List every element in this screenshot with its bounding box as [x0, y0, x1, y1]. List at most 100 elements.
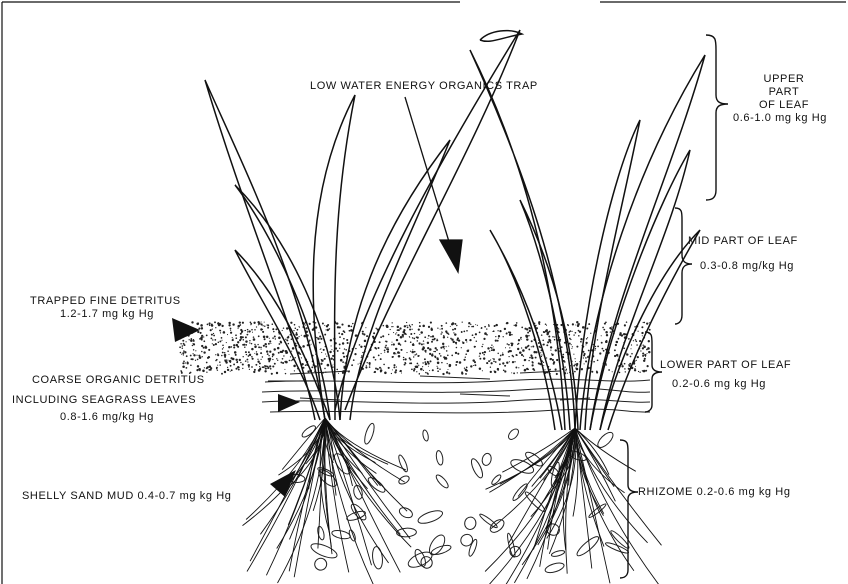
detritus-dot: [575, 332, 577, 334]
detritus-dot: [329, 328, 331, 330]
detritus-dot: [227, 350, 229, 352]
detritus-dot: [206, 372, 207, 373]
detritus-dot: [267, 368, 268, 369]
detritus-dot: [435, 347, 437, 349]
detritus-dot: [493, 361, 495, 363]
detritus-dot: [203, 336, 204, 337]
detritus-dot: [597, 346, 599, 348]
detritus-dot: [286, 339, 288, 341]
detritus-dot: [456, 325, 457, 326]
detritus-dot: [398, 343, 401, 346]
detritus-dot: [198, 327, 200, 329]
detritus-dot: [311, 366, 313, 368]
detritus-dot: [595, 346, 596, 347]
detritus-dot: [190, 355, 192, 357]
detritus-dot: [246, 334, 248, 336]
detritus-dot: [272, 356, 273, 357]
detritus-dot: [212, 328, 213, 329]
detritus-dot: [456, 361, 457, 362]
detritus-dot: [235, 334, 237, 336]
detritus-dot: [597, 359, 599, 361]
detritus-dot: [498, 335, 500, 337]
detritus-dot: [339, 336, 341, 338]
detritus-dot: [456, 347, 458, 349]
detritus-dot: [255, 364, 257, 366]
detritus-dot: [449, 366, 450, 367]
detritus-dot: [268, 358, 270, 360]
detritus-dot: [645, 356, 646, 357]
detritus-dot: [497, 330, 498, 331]
detritus-dot: [360, 346, 362, 348]
detritus-dot: [288, 343, 289, 344]
detritus-dot: [375, 348, 377, 350]
detritus-dot: [535, 357, 537, 359]
detritus-dot: [199, 356, 202, 359]
detritus-dot: [441, 328, 443, 330]
detritus-dot: [610, 331, 611, 332]
detritus-dot: [591, 371, 593, 373]
detritus-dot: [429, 370, 430, 371]
detritus-dot: [324, 325, 325, 326]
detritus-dot: [624, 324, 626, 326]
detritus-dot: [432, 335, 434, 337]
detritus-dot: [282, 330, 283, 331]
detritus-dot: [597, 339, 598, 340]
detritus-dot: [602, 348, 604, 350]
detritus-dot: [528, 348, 530, 350]
detritus-dot: [647, 365, 649, 367]
detritus-dot: [266, 336, 268, 338]
detritus-dot: [581, 368, 583, 370]
detritus-dot: [247, 329, 249, 331]
detritus-dot: [251, 329, 253, 331]
detritus-dot: [571, 344, 572, 345]
detritus-dot: [428, 366, 429, 367]
roots: [243, 418, 664, 584]
detritus-dot: [573, 365, 575, 367]
detritus-dot: [461, 331, 463, 333]
detritus-dot: [640, 350, 641, 351]
lower-leaf-label: LOWER PART OF LEAF: [660, 359, 791, 372]
detritus-dot: [575, 367, 576, 368]
detritus-dot: [546, 344, 548, 346]
detritus-dot: [479, 332, 481, 334]
detritus-dot: [384, 372, 387, 375]
detritus-dot: [396, 332, 397, 333]
detritus-dot: [385, 345, 387, 347]
root: [509, 428, 575, 543]
detritus-dot: [502, 362, 504, 364]
detritus-dot: [272, 365, 274, 367]
detritus-dot: [305, 364, 306, 365]
detritus-dot: [342, 342, 344, 344]
detritus-dot: [216, 359, 218, 361]
detritus-dot: [633, 340, 634, 341]
detritus-dot: [373, 356, 375, 358]
detritus-dot: [254, 329, 256, 331]
detritus-dot: [184, 344, 186, 346]
detritus-dot: [324, 334, 326, 336]
detritus-dot: [457, 337, 459, 339]
detritus-dot: [429, 348, 432, 351]
detritus-dot: [182, 345, 184, 347]
detritus-dot: [252, 358, 254, 360]
detritus-dot: [222, 348, 223, 349]
detritus-dot: [574, 371, 576, 373]
detritus-dot: [404, 362, 406, 364]
detritus-dot: [285, 339, 286, 340]
detritus-dot: [420, 331, 423, 334]
detritus-dot: [572, 346, 573, 347]
detritus-dot: [280, 341, 282, 343]
detritus-dot: [474, 364, 476, 366]
detritus-dot: [230, 330, 231, 331]
detritus-dot: [211, 324, 213, 326]
detritus-dot: [289, 360, 290, 361]
detritus-dot: [260, 352, 262, 354]
detritus-dot: [256, 326, 257, 327]
detritus-dot: [392, 322, 393, 323]
detritus-dot: [615, 344, 617, 346]
detritus-dot: [547, 341, 549, 343]
detritus-dot: [290, 356, 291, 357]
detritus-dot: [422, 325, 425, 328]
detritus-dot: [401, 372, 402, 373]
detritus-dot: [638, 371, 639, 372]
detritus-dot: [244, 346, 245, 347]
